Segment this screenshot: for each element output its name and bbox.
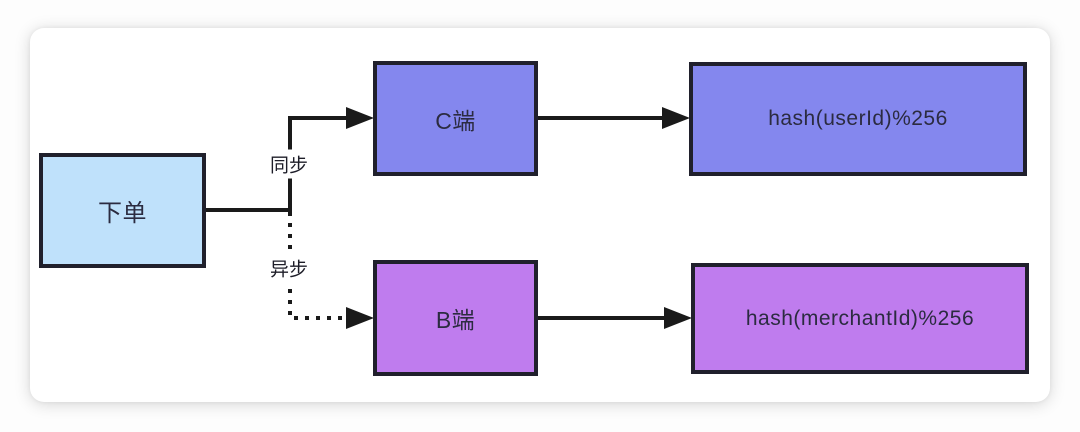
node-hash-user: hash(userId)%256 <box>689 62 1027 176</box>
edge-label-sync: 同步 <box>266 149 312 179</box>
node-c-side-label: C端 <box>435 107 476 134</box>
node-order-label: 下单 <box>98 200 147 227</box>
node-c-side: C端 <box>373 61 538 176</box>
node-b-side-label: B端 <box>435 307 476 333</box>
node-b-side: B端 <box>373 260 538 376</box>
node-hash-merchant: hash(merchantId)%256 <box>691 263 1029 374</box>
node-hash-merchant-label: hash(merchantId)%256 <box>745 306 975 330</box>
node-hash-user-label: hash(userId)%256 <box>768 107 948 130</box>
node-order: 下单 <box>39 153 206 268</box>
edge-label-async: 异步 <box>266 253 312 283</box>
